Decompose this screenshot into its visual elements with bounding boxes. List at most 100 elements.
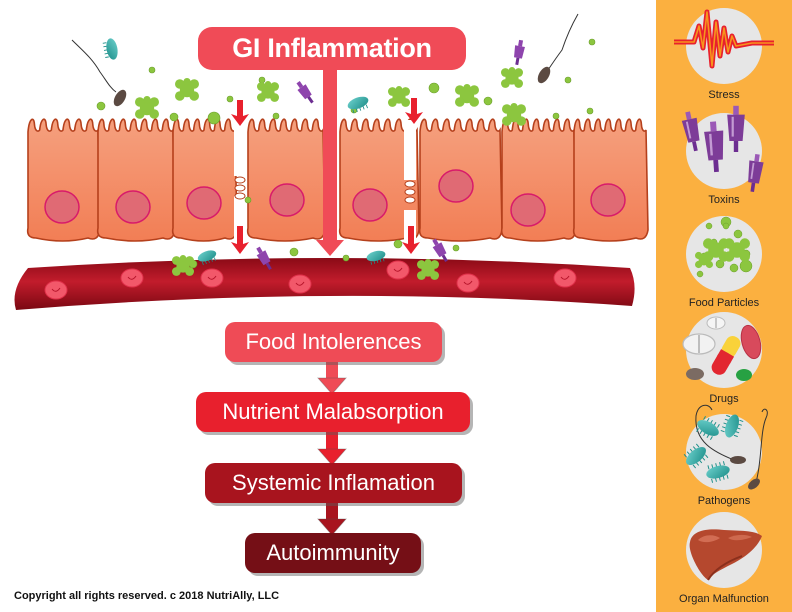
cell-nucleus: [115, 190, 151, 224]
blood-vessel: [14, 258, 635, 310]
food-particle-dot: [226, 95, 234, 103]
epithelial-cell: [572, 118, 649, 242]
bacterium: [683, 443, 709, 469]
food-particle-clump: [417, 259, 439, 280]
bacterium: [347, 96, 369, 114]
red-blood-cell: [200, 268, 224, 288]
flow-arrows: [316, 362, 348, 536]
leak-arrow: [231, 100, 249, 126]
food-particle-clump: [135, 96, 159, 119]
food-particle-dot: [452, 244, 460, 252]
food-particle-dot: [564, 76, 572, 84]
toxin-vial: [704, 121, 724, 173]
main-arrow-head: [316, 240, 344, 256]
flow-arrow-head: [316, 377, 348, 395]
food-particle-clump: [175, 78, 199, 101]
cell-nucleus: [269, 183, 305, 217]
bacterium: [706, 461, 730, 483]
stress-icon-circle: [674, 8, 774, 84]
food-particle-clump: [455, 84, 479, 107]
red-blood-cell-dimple: [127, 275, 137, 280]
flow-step-nutrient-malabsorption: Nutrient Malabsorption: [196, 392, 470, 432]
food-particle-dot: [169, 112, 179, 122]
junction-hole: [404, 180, 416, 188]
food-particles-icon-circle: [686, 216, 762, 292]
liver-icon: [689, 529, 762, 581]
flow-arrow-stem: [326, 432, 338, 451]
food-particle-dot: [483, 96, 493, 106]
pathogen-flagellum: [547, 13, 579, 71]
food-particle-dot: [244, 196, 252, 204]
food-particle-dot: [588, 38, 596, 46]
food-particle-clump: [724, 238, 750, 262]
pathogen-flagellum: [71, 39, 117, 93]
red-blood-cell-dimple: [51, 287, 61, 292]
toxins-icon: [681, 105, 764, 192]
food-particle-dot: [148, 66, 156, 74]
bacterium: [102, 38, 118, 60]
sidebar-label: Food Particles: [688, 297, 760, 309]
causes-sidebar: Stress Toxins Food Particles: [656, 0, 792, 612]
food-particle-clump: [502, 103, 526, 126]
flow-step-food-intolerences: Food Intolerences: [225, 322, 442, 362]
flow-arrow-head: [316, 518, 348, 536]
toxin-vial: [748, 153, 764, 192]
pathogen-body: [730, 456, 746, 464]
red-blood-cell-dimple: [560, 275, 570, 280]
leaky-gap: [404, 120, 416, 180]
junction-hole: [404, 188, 416, 196]
food-particle-clump: [388, 86, 410, 107]
flow-arrow-stem: [326, 503, 338, 521]
food-particles-icon: [695, 216, 753, 278]
pathogen-body: [748, 478, 760, 490]
red-blood-cell-dimple: [463, 280, 473, 285]
food-particle-dot: [739, 259, 753, 273]
particles-layer: [71, 13, 596, 280]
gi-inflammation-title: GI Inflammation: [198, 27, 466, 70]
leak-arrow: [231, 226, 249, 254]
copyright-notice: Copyright all rights reserved. c 2018 Nu…: [14, 590, 280, 602]
pathogen-body: [113, 89, 127, 107]
red-blood-cell: [386, 260, 410, 280]
red-blood-cell: [120, 268, 144, 288]
sidebar-label: Toxins: [708, 194, 740, 206]
junction-hole: [234, 192, 246, 200]
cell-nucleus: [44, 190, 80, 224]
stress-waveform-icon: [674, 9, 774, 69]
drugs-pills-icon: [682, 316, 762, 381]
bacterium: [366, 250, 386, 265]
food-particle-clump: [257, 81, 279, 102]
sidebar-label: Pathogens: [697, 495, 751, 507]
drugs-icon-circle: [682, 312, 762, 388]
toxin-molecule: [514, 39, 525, 66]
red-blood-cell: [288, 274, 312, 294]
pathogen-body: [537, 66, 551, 84]
food-particle-dot: [289, 247, 299, 257]
red-blood-cell: [456, 273, 480, 293]
red-blood-cell: [553, 268, 577, 288]
cell-nucleus: [352, 188, 388, 222]
flow-arrow-stem: [326, 362, 338, 380]
food-particle-dot: [722, 222, 730, 230]
toxin-vial: [727, 105, 745, 152]
red-blood-cell-dimple: [295, 281, 305, 286]
pathogens-icon-circle: [683, 404, 768, 490]
flagellum: [695, 404, 735, 461]
food-particle-dot: [705, 222, 713, 230]
red-blood-cell: [44, 280, 68, 300]
food-particle-dot: [696, 270, 704, 278]
food-particle-dot: [733, 229, 743, 239]
bacterium: [696, 415, 720, 441]
flow-step-systemic-inflamation: Systemic Inflamation: [205, 463, 462, 503]
sidebar-label: Drugs: [709, 393, 739, 405]
junction-hole: [234, 184, 246, 192]
junction-hole: [404, 196, 416, 204]
toxin-molecule: [432, 238, 448, 263]
food-particle-dot: [393, 239, 403, 249]
cell-nucleus: [186, 186, 222, 220]
toxins-icon-circle: [681, 105, 764, 192]
gi-inflammation-arrow: [316, 68, 344, 256]
flow-arrow-head: [316, 448, 348, 466]
junction-hole: [234, 176, 246, 184]
food-particle-dot: [342, 254, 350, 262]
